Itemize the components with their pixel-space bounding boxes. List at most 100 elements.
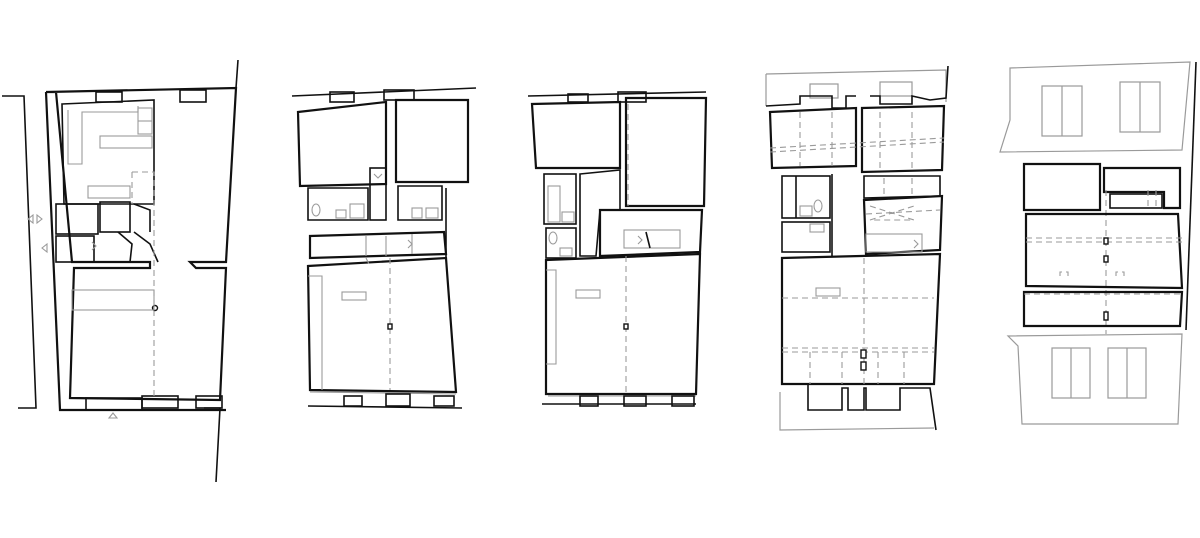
living-room xyxy=(544,252,702,396)
column xyxy=(623,323,629,330)
wc-room xyxy=(545,227,577,259)
roof-hatch xyxy=(1109,193,1163,209)
sill xyxy=(309,391,457,395)
kitchen-bench xyxy=(87,185,131,199)
stair-arrow xyxy=(373,173,383,179)
wc-room xyxy=(781,221,831,253)
bathroom-room xyxy=(543,173,577,225)
sink xyxy=(559,247,573,257)
plan-third-floor xyxy=(765,65,949,431)
window xyxy=(671,395,695,407)
bedroom-room xyxy=(296,100,388,188)
sink xyxy=(799,205,813,217)
window xyxy=(579,395,599,407)
living-shelf xyxy=(308,275,323,390)
bedroom-room xyxy=(768,106,858,170)
outer-wall-side xyxy=(44,91,226,412)
stair-arrow xyxy=(637,235,643,245)
column xyxy=(1103,311,1109,321)
living-table xyxy=(341,291,367,301)
living-bench xyxy=(71,289,155,311)
top-wall xyxy=(870,65,949,105)
dormer xyxy=(809,83,839,99)
column xyxy=(1103,255,1109,263)
bedroom-room xyxy=(530,100,622,170)
column xyxy=(860,349,867,359)
roof-ridge xyxy=(769,141,945,153)
roof-block xyxy=(1024,212,1184,290)
bathroom-room xyxy=(397,185,443,221)
window xyxy=(179,89,207,103)
living-room xyxy=(780,252,942,386)
stair-wall xyxy=(133,203,151,232)
overhead-beam xyxy=(132,171,155,396)
study-room xyxy=(862,194,944,256)
entrance-arrow-icon xyxy=(27,213,34,225)
roof-block xyxy=(1022,290,1184,328)
plan-first-floor xyxy=(291,87,477,409)
entrance-arrow-icon xyxy=(41,242,48,254)
roof-block xyxy=(1102,166,1182,210)
study-desk xyxy=(865,233,923,253)
storage-room xyxy=(55,203,99,235)
vent-marker xyxy=(1115,271,1125,276)
column xyxy=(860,361,867,371)
window xyxy=(195,395,223,409)
living-table xyxy=(575,289,601,299)
stair-arrow xyxy=(407,239,413,249)
study-room xyxy=(598,208,704,258)
wc-room xyxy=(99,201,131,233)
stair-line xyxy=(645,231,651,249)
window xyxy=(433,395,455,407)
living-room xyxy=(306,256,458,394)
window xyxy=(343,395,363,407)
outer-wall xyxy=(45,86,238,402)
lobby-wall xyxy=(117,231,133,263)
vent-marker xyxy=(1059,271,1069,276)
entrance-arrow-icon xyxy=(36,213,43,225)
bathroom-room xyxy=(307,187,369,221)
roof-ridge xyxy=(865,209,941,215)
bedroom-room xyxy=(624,96,708,208)
lobby-wall xyxy=(133,231,159,263)
column xyxy=(387,323,393,330)
shower xyxy=(349,203,365,219)
stair-arrow xyxy=(91,241,97,251)
roof-ridge xyxy=(769,137,945,149)
overhead-beam xyxy=(365,257,371,267)
bottom-wall xyxy=(782,383,937,431)
window xyxy=(95,91,123,103)
neighbour-wall-top xyxy=(235,59,239,89)
toilet xyxy=(813,199,823,213)
bedroom-room xyxy=(394,98,470,184)
sink xyxy=(411,207,423,219)
dormer xyxy=(879,81,913,97)
entry-room xyxy=(55,235,95,263)
party-wall xyxy=(1185,61,1197,331)
living-shelf xyxy=(546,269,557,365)
window xyxy=(385,393,411,407)
stair-arrow xyxy=(913,239,919,249)
top-wall xyxy=(765,95,856,109)
kitchen-island xyxy=(99,135,153,149)
corridor xyxy=(308,230,448,260)
entrance-arrow-icon xyxy=(107,412,119,419)
stair-room xyxy=(863,175,941,199)
roof-slope-bottom xyxy=(1006,333,1183,425)
kitchen-room xyxy=(61,99,155,205)
living-table xyxy=(815,287,841,297)
study-desk xyxy=(623,229,681,249)
bedroom-room xyxy=(860,104,946,174)
void-cross xyxy=(869,205,915,221)
plan-second-floor xyxy=(527,91,708,407)
top-party-line xyxy=(527,91,707,97)
column xyxy=(1103,237,1109,245)
window xyxy=(329,91,355,103)
neighbour-wall-bottom xyxy=(204,407,221,483)
roof-edge xyxy=(779,392,935,431)
window xyxy=(141,395,179,409)
neighbour-wall-left xyxy=(2,95,37,409)
toilet xyxy=(548,231,558,245)
